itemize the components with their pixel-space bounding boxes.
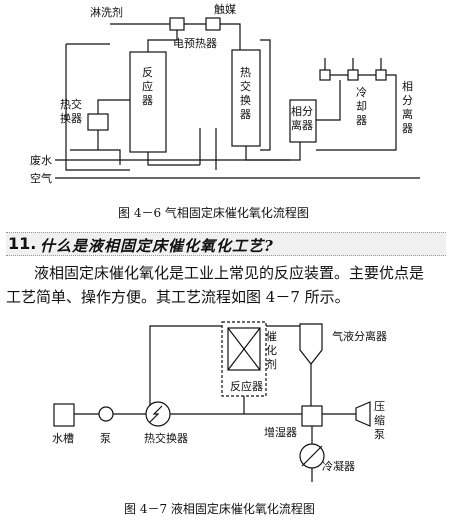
svg-text:热: 热 [240, 66, 251, 79]
pump-shape [98, 406, 114, 422]
wash-label: 淋洗剂 [90, 5, 123, 19]
condenser-label: 冷凝器 [322, 459, 355, 473]
svg-text:离: 离 [402, 107, 413, 121]
svg-text:压: 压 [374, 400, 385, 413]
svg-text:却: 却 [356, 100, 367, 113]
svg-text:离器: 离器 [291, 118, 313, 132]
hx2-label: 热交换器 [144, 431, 188, 445]
reactor-label: 反应器 [142, 66, 153, 107]
catalyst-label: 触媒 [214, 2, 236, 16]
svg-text:交: 交 [240, 79, 251, 93]
hx-right-label: 热交换器 [240, 66, 251, 121]
catalyst2-label: 催化剂 [266, 329, 277, 371]
figure-4-7-diagram: 催化剂 反应器 气液分离器 水槽 泵 热交换器 增湿器 冷凝器 压缩泵 [52, 321, 387, 482]
phase-separator-box [289, 99, 317, 143]
gl-separator-label: 气液分离器 [332, 329, 387, 343]
humidifier-box [301, 405, 323, 427]
catalyst-box [205, 17, 221, 31]
svg-text:换: 换 [240, 93, 251, 107]
svg-text:剂: 剂 [266, 357, 277, 371]
svg-text:相: 相 [402, 80, 413, 93]
svg-text:催: 催 [266, 329, 277, 343]
tank-label: 水槽 [52, 432, 74, 445]
svg-text:器: 器 [402, 122, 413, 135]
question-title: 什么是液相固定床催化氧化工艺? [40, 237, 274, 255]
reactor-box [227, 327, 261, 371]
pump-label: 泵 [100, 432, 111, 445]
svg-text:反: 反 [142, 66, 153, 79]
svg-text:化: 化 [266, 343, 277, 357]
svg-text:器: 器 [240, 108, 251, 121]
svg-text:热交: 热交 [60, 97, 82, 111]
air-label: 空气 [30, 171, 52, 185]
compressor-shape [355, 401, 371, 427]
gl-separator-shape [299, 323, 323, 365]
svg-text:应: 应 [142, 79, 153, 93]
svg-text:器: 器 [356, 114, 367, 127]
wastewater-label: 废水 [30, 153, 52, 167]
svg-text:泵: 泵 [374, 428, 385, 441]
svg-text:换器: 换器 [60, 111, 82, 125]
preheater-box [169, 17, 185, 31]
figure-4-6-caption: 图 4－6 气相固定床催化氧化流程图 [118, 206, 309, 220]
cooler-label: 冷却器 [356, 86, 367, 127]
svg-text:相分: 相分 [291, 105, 313, 118]
question-heading: 11. 什么是液相固定床催化氧化工艺? [6, 232, 446, 256]
svg-text:器: 器 [142, 94, 153, 107]
figure-4-7-caption: 图 4－7 液相固定床催化氧化流程图 [124, 502, 315, 516]
reactor2-label: 反应器 [230, 379, 263, 393]
compressor-label: 压缩泵 [374, 400, 385, 441]
paragraph-line-2: 工艺简单、操作方便。其工艺流程如图 4－7 所示。 [6, 288, 350, 306]
question-number: 11. [8, 234, 37, 253]
svg-text:冷: 冷 [356, 86, 367, 99]
svg-text:分: 分 [402, 94, 413, 107]
left-hx-box [87, 113, 109, 131]
svg-text:缩: 缩 [374, 414, 385, 427]
humidifier-label: 增湿器 [264, 425, 297, 439]
hx-left-label: 热交换器 [60, 97, 82, 125]
paragraph-line-1: 液相固定床催化氧化是工业上常见的反应装置。主要优点是 [34, 264, 425, 282]
tank-box [53, 403, 75, 427]
preheater-label: 电预热器 [173, 37, 217, 50]
